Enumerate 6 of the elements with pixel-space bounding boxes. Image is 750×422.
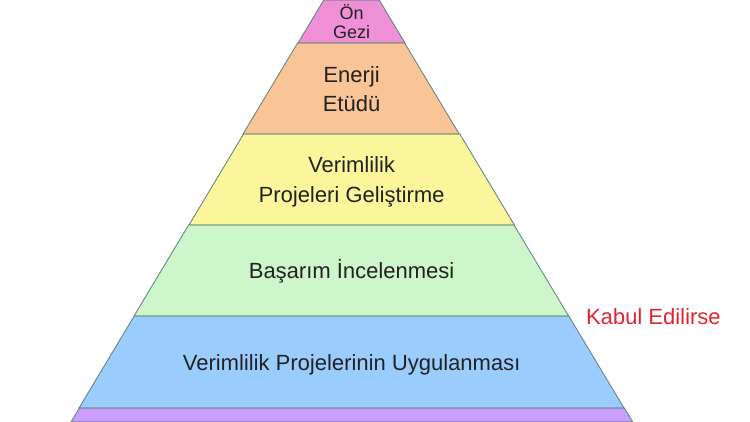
condition-note: Kabul Edilirse (586, 303, 721, 331)
layer-label: Enerji Etüdü (322, 60, 380, 118)
layer-label: Verimlilik Projelerinin Uygulanması (182, 348, 520, 376)
layer-label: Ön Gezi (332, 2, 370, 42)
layer-label: Başarım İncelenmesi (248, 257, 454, 285)
layer-label: Verimlilik Projeleri Geliştirme (258, 150, 444, 209)
